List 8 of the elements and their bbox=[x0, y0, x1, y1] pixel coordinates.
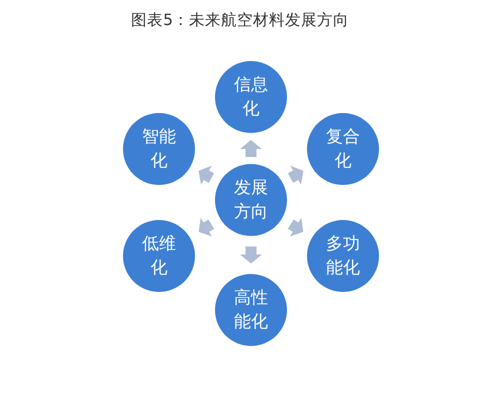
circle-node: 多功能化 bbox=[307, 220, 379, 292]
circle-node: 低维化 bbox=[123, 220, 195, 292]
circle-node: 智能化 bbox=[123, 113, 195, 185]
circle-node: 发展方向 bbox=[215, 164, 287, 236]
title: 图表5：未来航空材料发展方向 bbox=[131, 10, 349, 31]
circle-node: 复合化 bbox=[307, 113, 379, 185]
circle-node: 高性能化 bbox=[215, 274, 287, 346]
circle-node: 信息化 bbox=[215, 61, 287, 133]
